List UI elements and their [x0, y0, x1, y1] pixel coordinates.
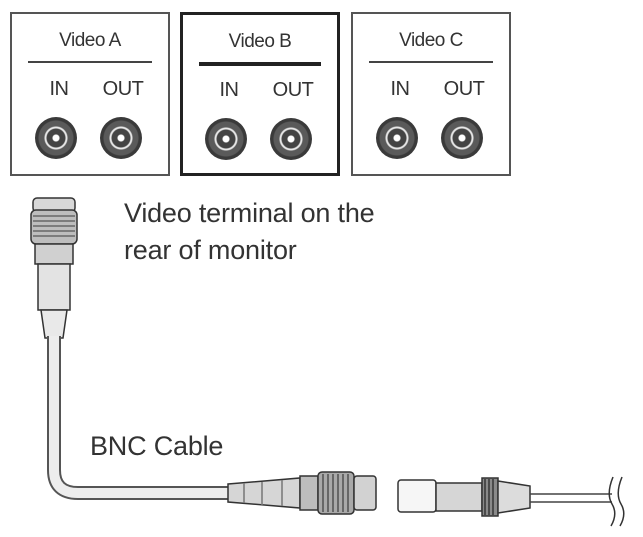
video-b-terminal-panel: Video B IN OUT [180, 12, 340, 176]
bnc-plug-icon [227, 471, 377, 515]
out-label: OUT [272, 79, 314, 101]
terminal-caption-line-1: Video terminal on the [124, 198, 375, 228]
bnc-out-port-icon[interactable] [441, 117, 483, 159]
in-label: IN [49, 78, 70, 100]
bnc-in-port-icon[interactable] [35, 117, 77, 159]
cable-break-icon [608, 476, 625, 527]
panel-title: Video A [59, 30, 121, 51]
bnc-adapter-icon [397, 477, 531, 517]
cable-caption: BNC Cable [90, 431, 224, 461]
panel-divider [199, 62, 321, 66]
video-a-terminal-panel: Video A IN OUT [10, 12, 170, 176]
out-label: OUT [443, 78, 485, 100]
bnc-plug-icon [30, 197, 78, 339]
bnc-in-port-icon[interactable] [376, 117, 418, 159]
panel-title: Video C [399, 30, 463, 51]
bnc-in-port-icon[interactable] [205, 118, 247, 160]
terminal-caption-line-2: rear of monitor [124, 235, 297, 265]
out-label: OUT [102, 78, 144, 100]
in-label: IN [219, 79, 240, 101]
bnc-out-port-icon[interactable] [270, 118, 312, 160]
panel-divider [28, 61, 152, 63]
terminal-caption: Video terminal on the rear of monitor [124, 195, 375, 269]
bnc-out-port-icon[interactable] [100, 117, 142, 159]
panel-title: Video B [228, 31, 292, 52]
video-c-terminal-panel: Video C IN OUT [351, 12, 511, 176]
panel-divider [369, 61, 493, 63]
in-label: IN [390, 78, 411, 100]
